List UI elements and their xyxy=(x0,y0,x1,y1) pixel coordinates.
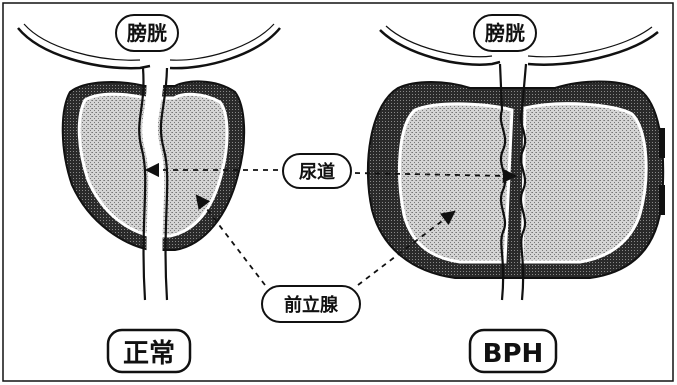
bph-prostate-figure xyxy=(368,26,665,300)
bph-gland-right-lobe xyxy=(522,104,646,262)
label-normal: 正常 xyxy=(108,330,190,372)
urethra-label: 尿道 xyxy=(299,161,335,183)
normal-prostate-figure xyxy=(18,24,280,300)
label-prostate: 前立腺 xyxy=(262,286,360,322)
label-bladder-left: 膀胱 xyxy=(116,15,178,51)
bladder-label-right: 膀胱 xyxy=(484,21,525,45)
label-urethra: 尿道 xyxy=(283,154,351,188)
prostate-arrow-normal xyxy=(200,200,265,285)
normal-label: 正常 xyxy=(123,339,175,369)
label-bladder-right: 膀胱 xyxy=(474,15,536,51)
bph-label: BPH xyxy=(483,339,544,369)
label-bph: BPH xyxy=(470,330,556,372)
bph-bladder-wall-right xyxy=(528,32,658,65)
bph-gland-left-lobe xyxy=(399,104,512,262)
bladder-label-left: 膀胱 xyxy=(126,21,167,45)
prostate-label: 前立腺 xyxy=(284,294,339,316)
